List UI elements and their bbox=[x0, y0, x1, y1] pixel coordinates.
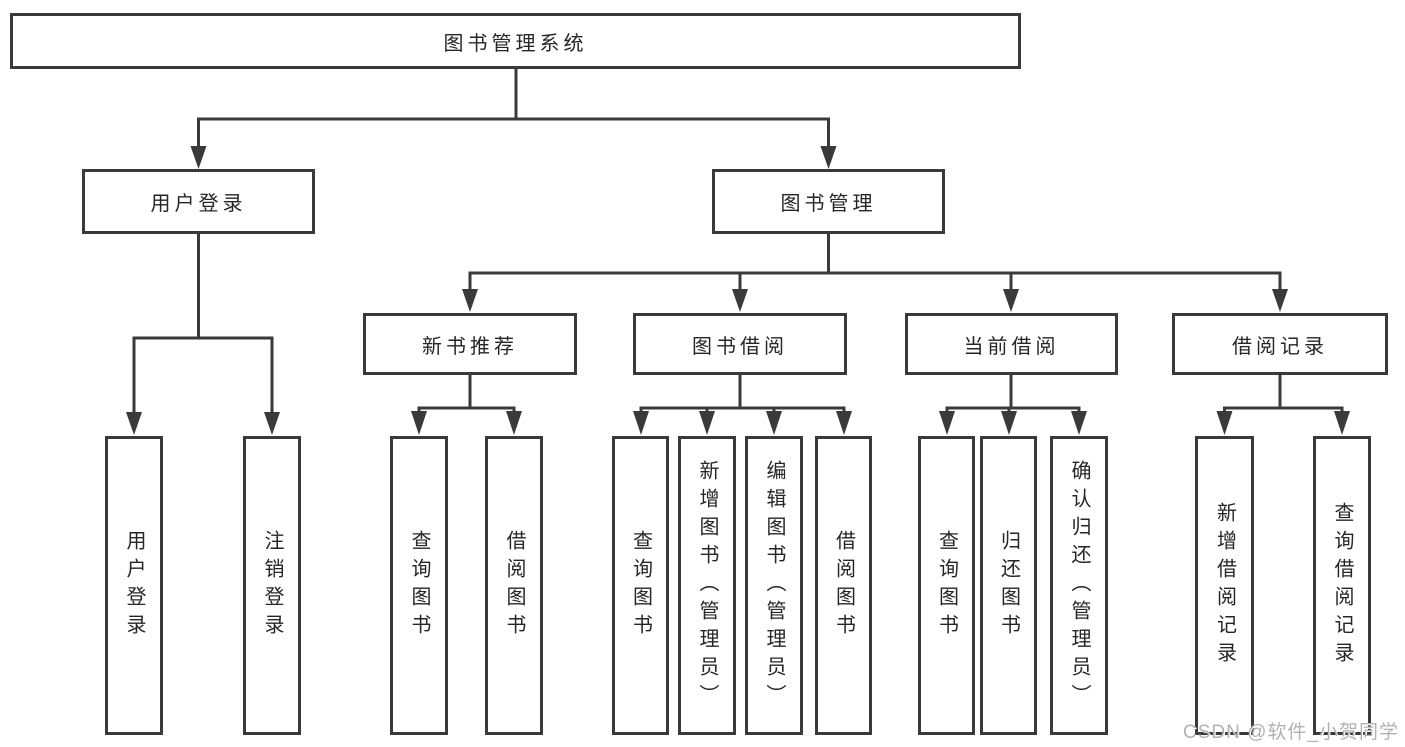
leaf-return-book-label: 归还图书 bbox=[997, 529, 1020, 642]
leaf-add-borrow-record: 新增借阅记录 bbox=[1195, 436, 1254, 735]
node-user-login: 用户登录 bbox=[82, 169, 315, 234]
node-new-book-recommend: 新书推荐 bbox=[363, 313, 577, 375]
leaf-add-book-admin: 新增图书（管理员） bbox=[678, 436, 736, 735]
leaf-logout-label: 注销登录 bbox=[261, 529, 283, 642]
leaf-logout: 注销登录 bbox=[243, 436, 301, 735]
leaf-newbooks-query-book-label: 查询图书 bbox=[408, 529, 430, 642]
leaf-borrow-book: 借阅图书 bbox=[815, 436, 872, 735]
leaf-edit-book-admin-label: 编辑图书（管理员） bbox=[763, 459, 785, 712]
connector-newbooks-to-leaves bbox=[411, 375, 522, 435]
connector-root-to-level2 bbox=[190, 68, 837, 169]
node-book-management-label: 图书管理 bbox=[780, 193, 877, 215]
leaf-newbooks-borrow-book-label: 借阅图书 bbox=[503, 529, 525, 642]
node-current-borrow: 当前借阅 bbox=[905, 313, 1118, 375]
csdn-watermark: CSDN @软件_小贺同学 bbox=[1183, 722, 1399, 743]
leaf-newbooks-borrow-book: 借阅图书 bbox=[485, 436, 543, 735]
connector-userlogin-to-leaves bbox=[126, 234, 280, 435]
node-book-borrow: 图书借阅 bbox=[633, 313, 847, 375]
connector-currentborrow-to-leaves bbox=[939, 375, 1087, 435]
node-new-book-recommend-label: 新书推荐 bbox=[422, 335, 518, 358]
node-current-borrow-label: 当前借阅 bbox=[963, 335, 1060, 358]
leaf-user-login: 用户登录 bbox=[105, 436, 163, 735]
leaf-user-login-label: 用户登录 bbox=[123, 529, 145, 642]
leaf-newbooks-query-book: 查询图书 bbox=[390, 436, 448, 735]
leaf-add-book-admin-label: 新增图书（管理员） bbox=[696, 459, 718, 712]
connector-bookmgmt-to-level3 bbox=[462, 234, 1288, 312]
leaf-confirm-return-admin-label: 确认归还（管理员） bbox=[1068, 459, 1090, 712]
node-borrow-records-label: 借阅记录 bbox=[1232, 335, 1328, 358]
leaf-current-query-book: 查询图书 bbox=[918, 436, 975, 735]
node-user-login-label: 用户登录 bbox=[150, 193, 247, 215]
node-borrow-records: 借阅记录 bbox=[1172, 313, 1388, 375]
leaf-edit-book-admin: 编辑图书（管理员） bbox=[745, 436, 803, 735]
connector-borrowrecords-to-leaves bbox=[1216, 375, 1350, 435]
leaf-query-borrow-record: 查询借阅记录 bbox=[1313, 436, 1371, 735]
node-book-borrow-label: 图书借阅 bbox=[692, 335, 788, 358]
leaf-query-borrow-record-label: 查询借阅记录 bbox=[1331, 501, 1353, 670]
connector-bookborrow-to-leaves bbox=[633, 375, 852, 435]
leaf-borrow-book-label: 借阅图书 bbox=[832, 529, 855, 642]
leaf-current-query-book-label: 查询图书 bbox=[935, 529, 958, 642]
leaf-borrow-query-book-label: 查询图书 bbox=[629, 529, 652, 642]
node-root-label: 图书管理系统 bbox=[443, 32, 588, 55]
leaf-add-borrow-record-label: 新增借阅记录 bbox=[1213, 501, 1236, 670]
leaf-return-book: 归还图书 bbox=[980, 436, 1037, 735]
leaf-confirm-return-admin: 确认归还（管理员） bbox=[1050, 436, 1108, 735]
leaf-borrow-query-book: 查询图书 bbox=[612, 436, 669, 735]
node-root: 图书管理系统 bbox=[10, 13, 1021, 69]
node-book-management: 图书管理 bbox=[712, 169, 945, 234]
